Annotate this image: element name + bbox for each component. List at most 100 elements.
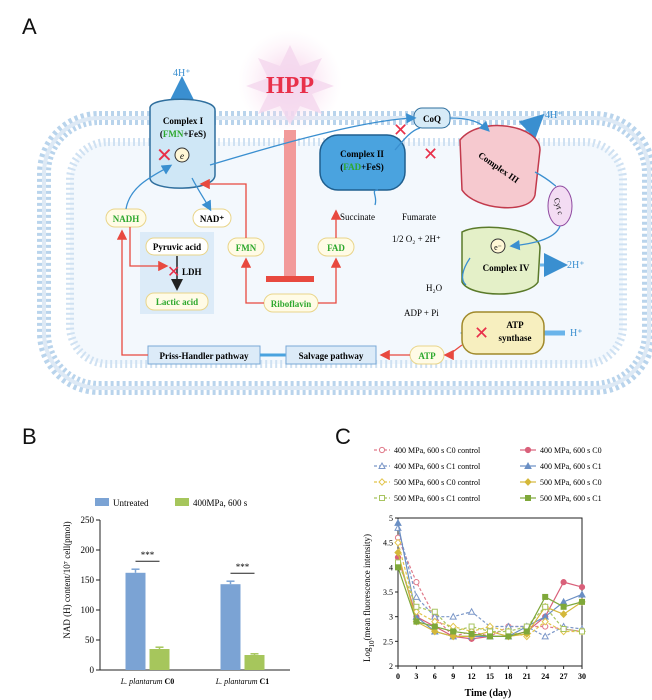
complex-i-fmn: FMN	[163, 129, 184, 139]
series-point	[505, 633, 512, 640]
hpp-burst	[238, 30, 342, 134]
line-legend-label: 400 MPa, 600 s C1	[540, 462, 602, 471]
line-y-tick-label: 4.5	[383, 539, 393, 548]
atp-synthase-label-1: ATP	[506, 320, 524, 330]
line-x-tick-label: 27	[560, 672, 568, 681]
bar-legend-swatch	[175, 498, 189, 506]
nad-label: NAD⁺	[200, 214, 224, 224]
complex-ii: Complex II (FAD+FeS)	[319, 134, 406, 191]
line-x-tick-label: 3	[414, 672, 418, 681]
fmn-label: FMN	[236, 243, 257, 253]
proton-c4-label: 2H⁺	[567, 260, 585, 271]
bar	[244, 655, 265, 670]
line-legend-marker	[524, 446, 532, 454]
series-point	[487, 633, 493, 640]
series-point	[560, 603, 567, 610]
cyt-c: Cyt c	[547, 185, 573, 227]
riboflavin-label: Riboflavin	[271, 299, 312, 309]
complex-i-fes: +FeS	[183, 129, 203, 139]
line-x-tick-label: 9	[451, 672, 455, 681]
line-legend-marker	[525, 495, 531, 501]
series-point	[468, 623, 475, 630]
lactic-label: Lactic acid	[156, 297, 198, 307]
inhibition-x-complex-i: ✕	[156, 145, 173, 167]
proton-c1-label: 4H⁺	[173, 68, 191, 79]
series-point	[413, 618, 420, 625]
line-chart-ylabel: Log10(mean fluorescence intensity)	[362, 534, 376, 662]
electron-flow-c2-coq	[394, 127, 421, 151]
inhibition-x-complex-ii: ✕	[423, 144, 438, 164]
line-x-tick-label: 6	[433, 672, 437, 681]
bar-y-tick-label: 200	[81, 545, 95, 555]
atp-synthase: ATP synthase	[461, 311, 545, 355]
series-line	[397, 527, 583, 638]
riboflavin-to-fmn	[240, 257, 264, 304]
line-legend-marker	[378, 446, 386, 454]
series-point	[559, 610, 568, 619]
series-point	[431, 623, 438, 630]
line-x-tick-label: 12	[468, 672, 476, 681]
cyt-c-label: Cyt c	[552, 197, 565, 216]
line-chart-ylabel-rest: (mean fluorescence intensity)	[362, 534, 372, 640]
complex-iii: Complex III	[459, 124, 541, 209]
bar-y-tick-label: 250	[81, 515, 95, 525]
bar-legend-swatch	[95, 498, 109, 506]
complex-i: Complex I (FMN+FeS) e	[149, 98, 216, 189]
line-chart-xlabel: Time (day)	[465, 688, 512, 699]
series-point	[413, 603, 420, 610]
salvage-box	[285, 345, 377, 365]
bar-legend-label: Untreated	[113, 498, 149, 508]
priss-to-nadh	[116, 229, 148, 356]
line-legend-label: 500 MPa, 600 s C1 control	[394, 494, 481, 503]
line-legend-marker	[524, 478, 532, 486]
bar-y-tick-label: 150	[81, 575, 95, 585]
series-point	[412, 607, 421, 616]
complex-i-to-nad	[191, 177, 212, 212]
line-legend-label: 400 MPa, 600 s C1 control	[394, 462, 481, 471]
series-point	[412, 592, 421, 600]
line-legend-label: 400 MPa, 600 s C0	[540, 446, 602, 455]
significance-label: ***	[141, 550, 155, 560]
hpp-inhibition-cap	[266, 276, 314, 282]
proton-atp-label: H⁺	[570, 328, 583, 339]
complex-ii-fes: +FeS	[361, 162, 381, 172]
line-legend-marker	[524, 461, 532, 469]
ldh-label: LDH	[182, 267, 202, 277]
series-point	[541, 617, 549, 626]
series-point	[523, 628, 530, 635]
line-y-tick-label: 3.5	[383, 588, 393, 597]
nadh-to-complex-i	[125, 164, 173, 210]
inhibition-x-ldh: ✕	[167, 264, 180, 281]
complex-i-title: Complex I	[163, 116, 204, 126]
series-point	[541, 632, 550, 640]
bar-legend-label: 400MPa, 600 s	[193, 498, 248, 508]
line-legend-label: 500 MPa, 600 s C0 control	[394, 478, 481, 487]
series-point	[542, 593, 549, 600]
series-line	[397, 542, 582, 638]
line-y-tick-label: 5	[389, 514, 393, 523]
hpp-label: HPP	[266, 73, 314, 99]
series-point	[431, 627, 439, 636]
nad-box	[192, 208, 232, 228]
line-chart-ylabel-log: Log	[362, 647, 372, 662]
line-chart-ylabel-sub: 10	[368, 640, 376, 648]
line-x-tick-label: 15	[486, 672, 494, 681]
line-legend-marker	[379, 495, 385, 501]
electron-flow-c3-cytc	[534, 171, 557, 187]
coq-label: CoQ	[423, 114, 441, 124]
series-point	[431, 608, 438, 615]
line-legend-label: 500 MPa, 600 s C1	[540, 494, 602, 503]
series-point	[395, 559, 401, 566]
bar	[220, 584, 241, 670]
fmn-to-complex-i	[199, 178, 247, 238]
bar	[125, 572, 146, 670]
succinate-label: Succinate	[340, 212, 375, 222]
line-legend-marker	[378, 461, 386, 469]
series-point	[450, 628, 457, 635]
line-y-tick-label: 2	[389, 662, 393, 671]
line-y-tick-label: 3	[389, 613, 393, 622]
series-point	[578, 590, 586, 598]
line-legend-label: 400 MPa, 600 s C0 control	[394, 446, 481, 455]
line-x-tick-label: 30	[578, 672, 586, 681]
